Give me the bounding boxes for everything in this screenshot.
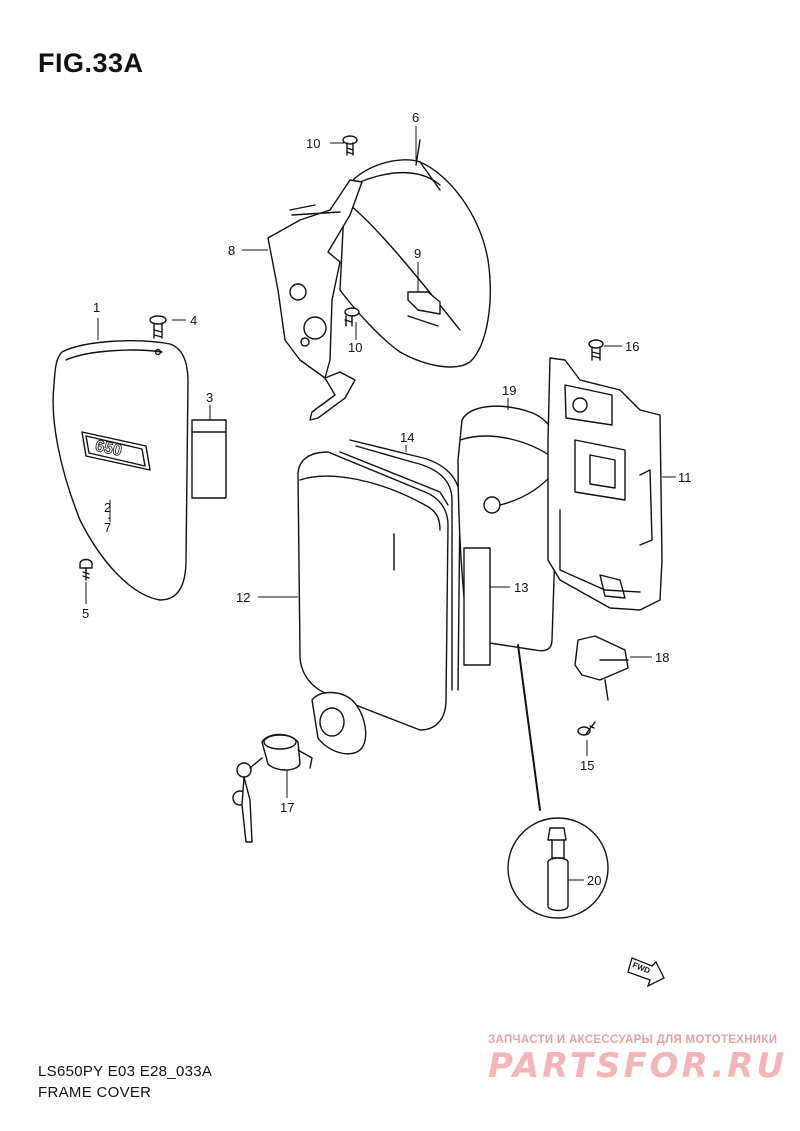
model-code: LS650PY E03 E28_033A [38,1063,213,1080]
cover-bracket-8 [267,179,363,421]
callout-11: 11 [678,470,692,485]
callout-10-mid: 10 [348,340,362,355]
lock-key-17 [232,733,313,843]
cover-pad [191,419,227,499]
latch-18 [574,635,629,701]
figure-name: FRAME COVER [38,1084,152,1101]
emblem-650 [81,431,151,471]
callout-9: 9 [414,246,421,261]
screw-10-top [342,135,358,156]
callout-16: 16 [625,339,639,354]
callout-14: 14 [400,430,414,445]
callout-2: 2 [104,500,111,515]
callout-1: 1 [93,300,100,315]
screw-16 [588,339,604,361]
callout-3: 3 [206,390,213,405]
callout-4: 4 [190,313,197,328]
figure-title: FIG.33A [38,48,144,78]
watermark-tagline: ЗАПЧАСТИ И АКСЕССУАРЫ ДЛЯ МОТОТЕХНИКИ [488,1034,778,1046]
frame-cover-upper [339,139,491,368]
callout-5: 5 [82,606,89,621]
screw-10-mid [344,307,360,327]
callout-12: 12 [236,590,250,605]
tool-box [297,451,449,755]
callout-20: 20 [587,873,601,888]
callout-8: 8 [228,243,235,258]
pad-13 [463,547,491,666]
screw-15 [577,721,596,736]
fwd-arrow: FWD [627,957,665,988]
bracket-plate-11 [547,357,663,611]
frame-cover-left [52,340,189,601]
callout-7: 7 [104,520,111,535]
watermark-brand: PARTSFOR.RU [488,1046,788,1086]
callout-2-7-dot: · [107,510,111,525]
callout-10-top: 10 [306,136,320,151]
callout-19: 19 [502,383,516,398]
pin-20 [547,827,569,912]
callout-13: 13 [514,580,528,595]
callout-6: 6 [412,110,419,125]
callout-17: 17 [280,800,294,815]
clip-9 [407,291,441,315]
emblem-text: 650 [94,438,124,460]
callout-18: 18 [655,650,669,665]
screw-5 [79,558,93,581]
callout-15: 15 [580,758,594,773]
screw-4 [149,315,167,339]
